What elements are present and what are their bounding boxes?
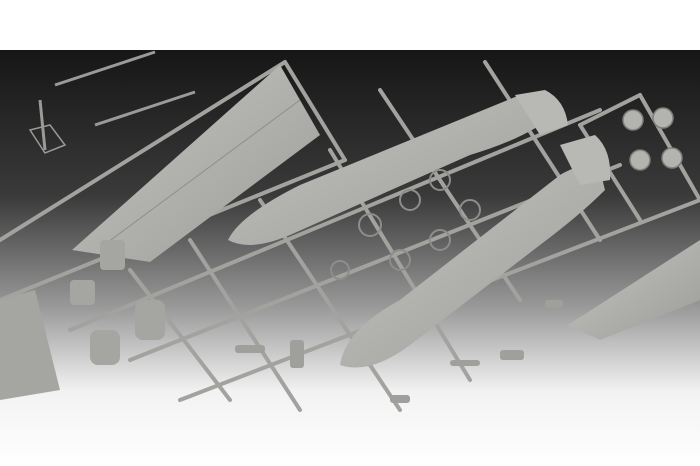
wing-part-right <box>568 240 700 340</box>
propeller-parts <box>330 169 481 280</box>
small-sprue-top-left <box>28 50 196 154</box>
top-white-band <box>0 0 700 50</box>
wheel-parts <box>622 107 683 171</box>
wing-panel-line <box>99 99 301 249</box>
small-parts-left <box>0 240 165 400</box>
tail-fin-lower <box>560 135 611 185</box>
fuselage-half-lower <box>340 166 605 368</box>
small-parts-center <box>235 300 563 403</box>
wing-part-left <box>72 65 320 262</box>
fuselage-half-upper <box>228 94 548 245</box>
tail-fin-upper <box>515 90 568 135</box>
